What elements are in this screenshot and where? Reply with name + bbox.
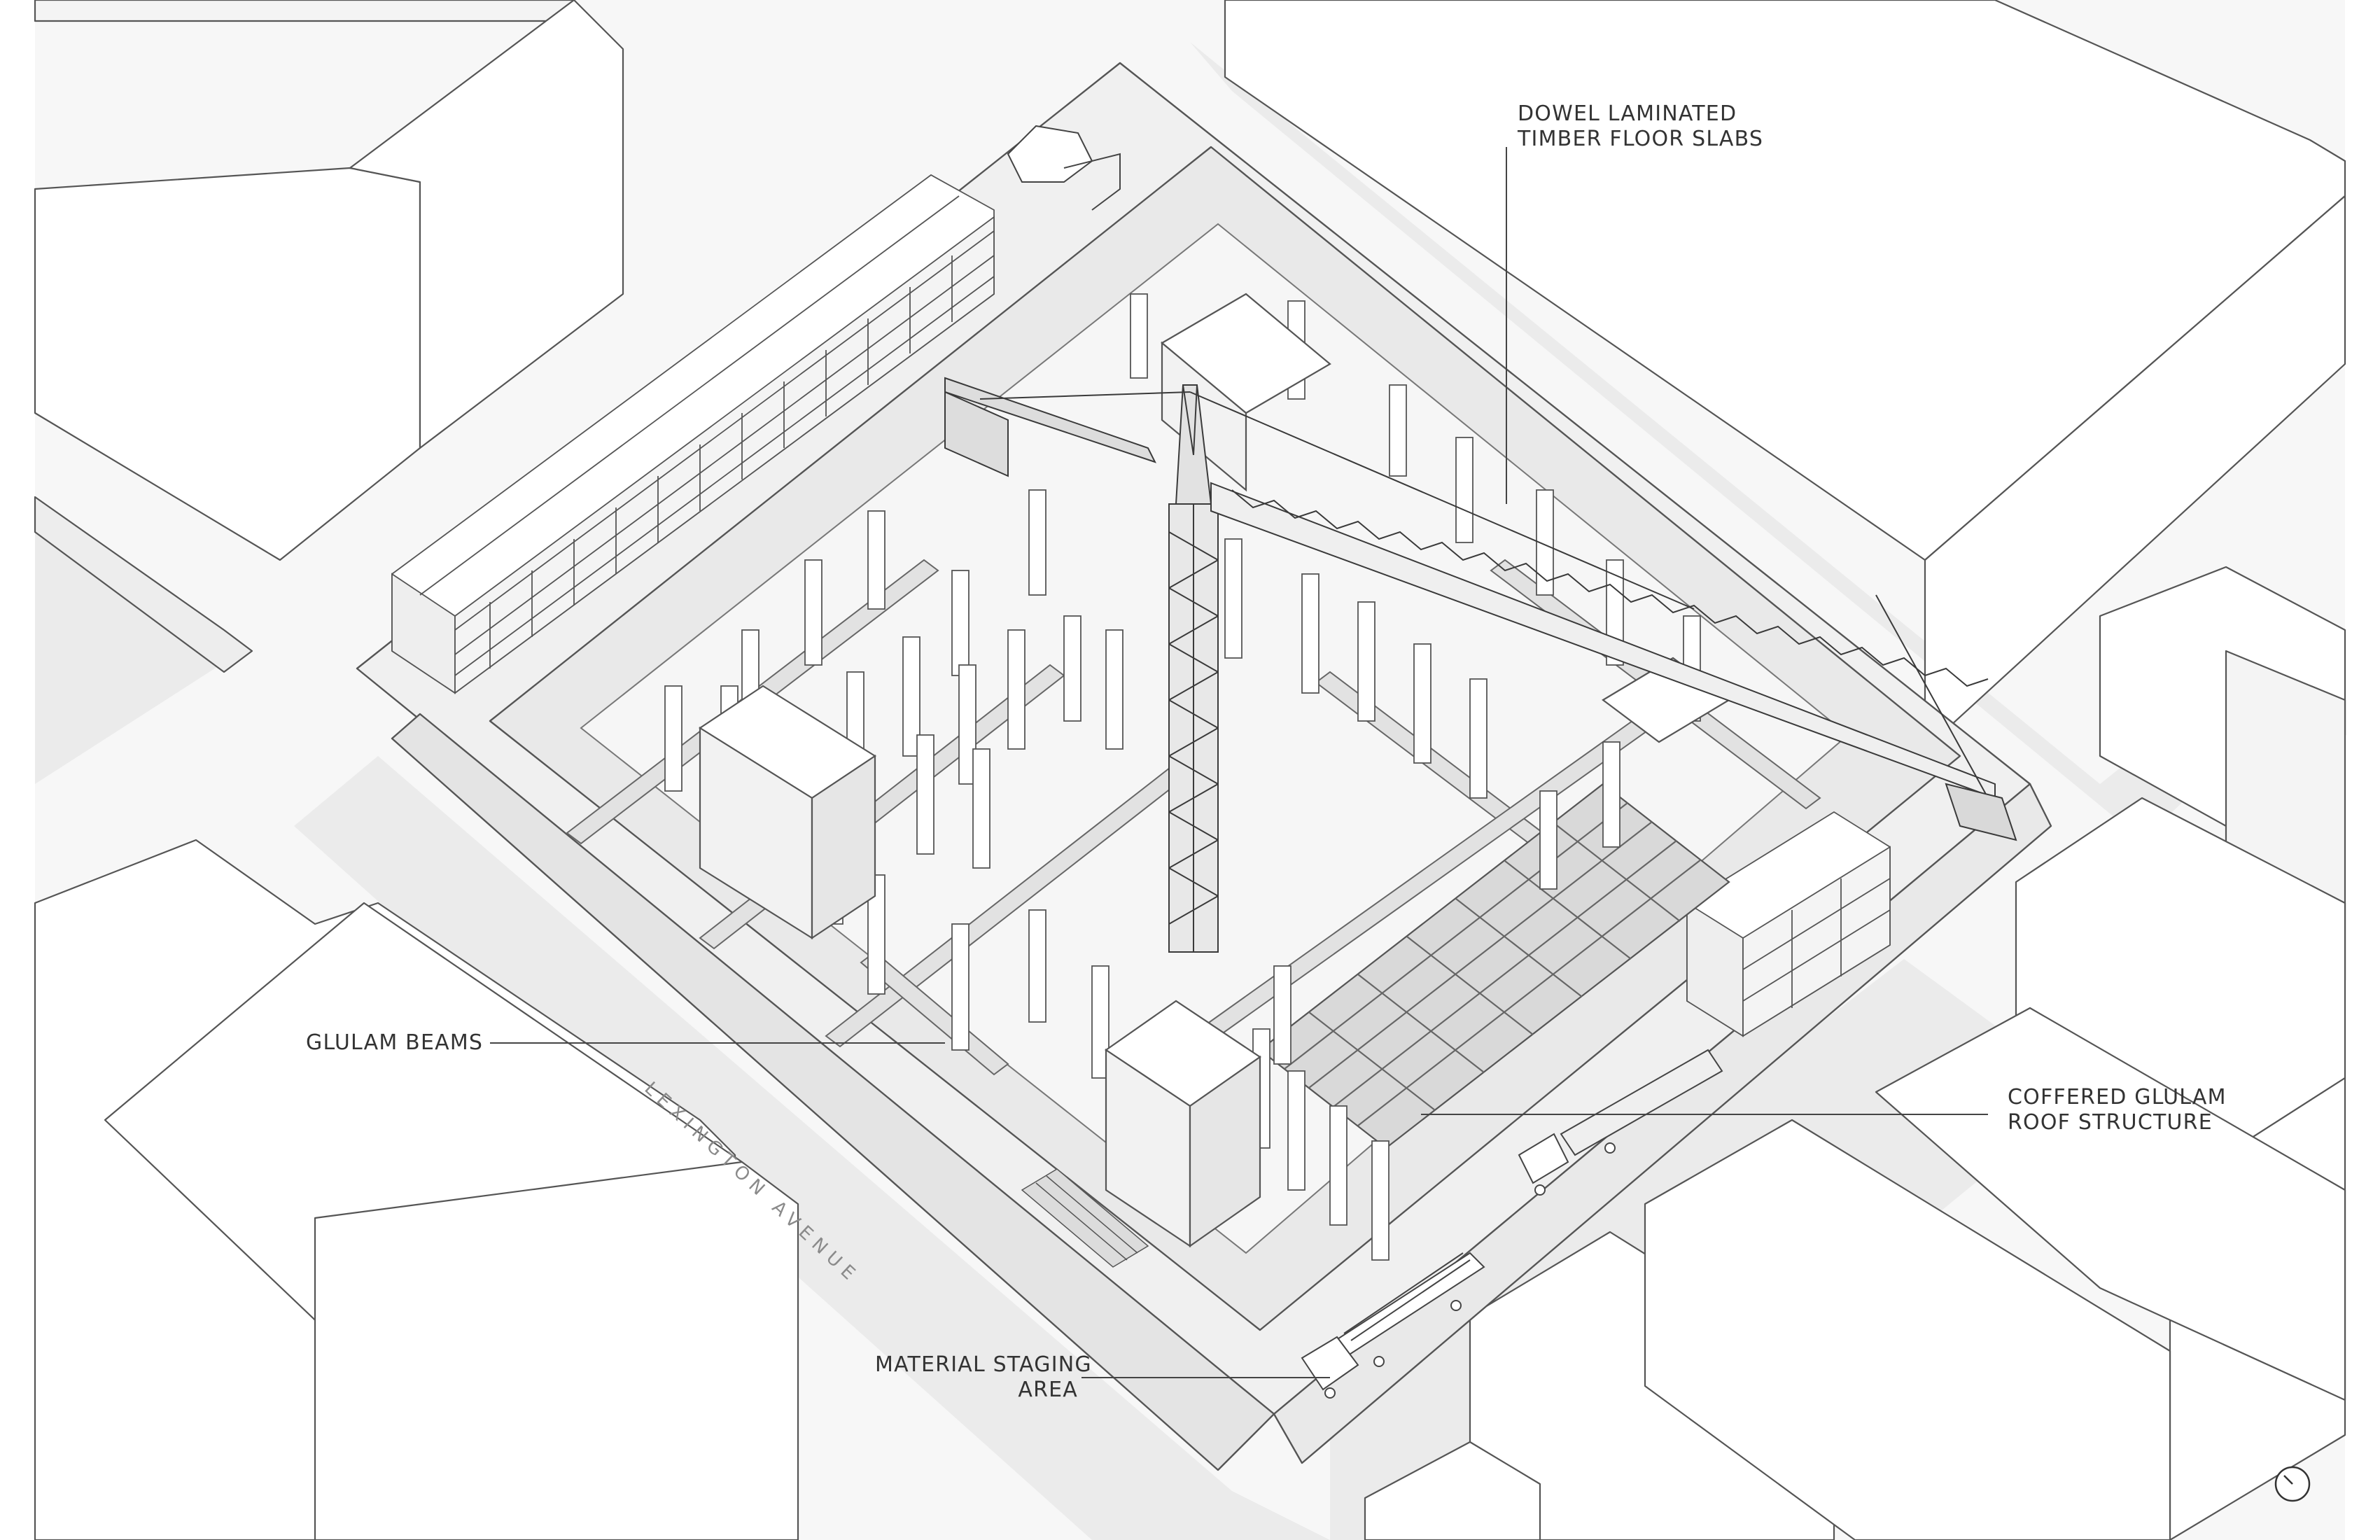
- callout-line: TIMBER FLOOR SLABS: [1518, 127, 1764, 151]
- callout-line: DOWEL LAMINATED: [1518, 102, 1737, 126]
- callout-material-staging-area: MATERIAL STAGING AREA: [875, 1352, 1092, 1403]
- north-arrow-icon: [2274, 1466, 2311, 1502]
- coffered-roof-structure: [1259, 783, 1730, 1149]
- flatbed-truck-icon: [1301, 1049, 1723, 1399]
- callout-line: ROOF STRUCTURE: [2008, 1110, 2213, 1135]
- excavator-icon: [1007, 125, 1121, 211]
- callout-line: AREA: [1018, 1378, 1078, 1402]
- callout-line: MATERIAL STAGING: [875, 1352, 1092, 1377]
- callout-leaders: [490, 147, 1988, 1378]
- callout-line: COFFERED GLULAM: [2008, 1085, 2227, 1110]
- concrete-cores: [698, 293, 1730, 1248]
- callout-dowel-laminated-timber: DOWEL LAMINATED TIMBER FLOOR SLABS: [1518, 102, 1763, 152]
- tower-crane: [944, 377, 2017, 953]
- access-ramp: [1021, 1168, 1149, 1268]
- material-stacks-right: [1686, 811, 1891, 1037]
- callout-coffered-glulam-roof: COFFERED GLULAM ROOF STRUCTURE: [2008, 1085, 2227, 1135]
- callout-line: GLULAM BEAMS: [306, 1030, 484, 1055]
- context-buildings: [34, 0, 2346, 1540]
- callout-glulam-beams: GLULAM BEAMS: [306, 1030, 483, 1056]
- material-stacks-left: [391, 174, 995, 694]
